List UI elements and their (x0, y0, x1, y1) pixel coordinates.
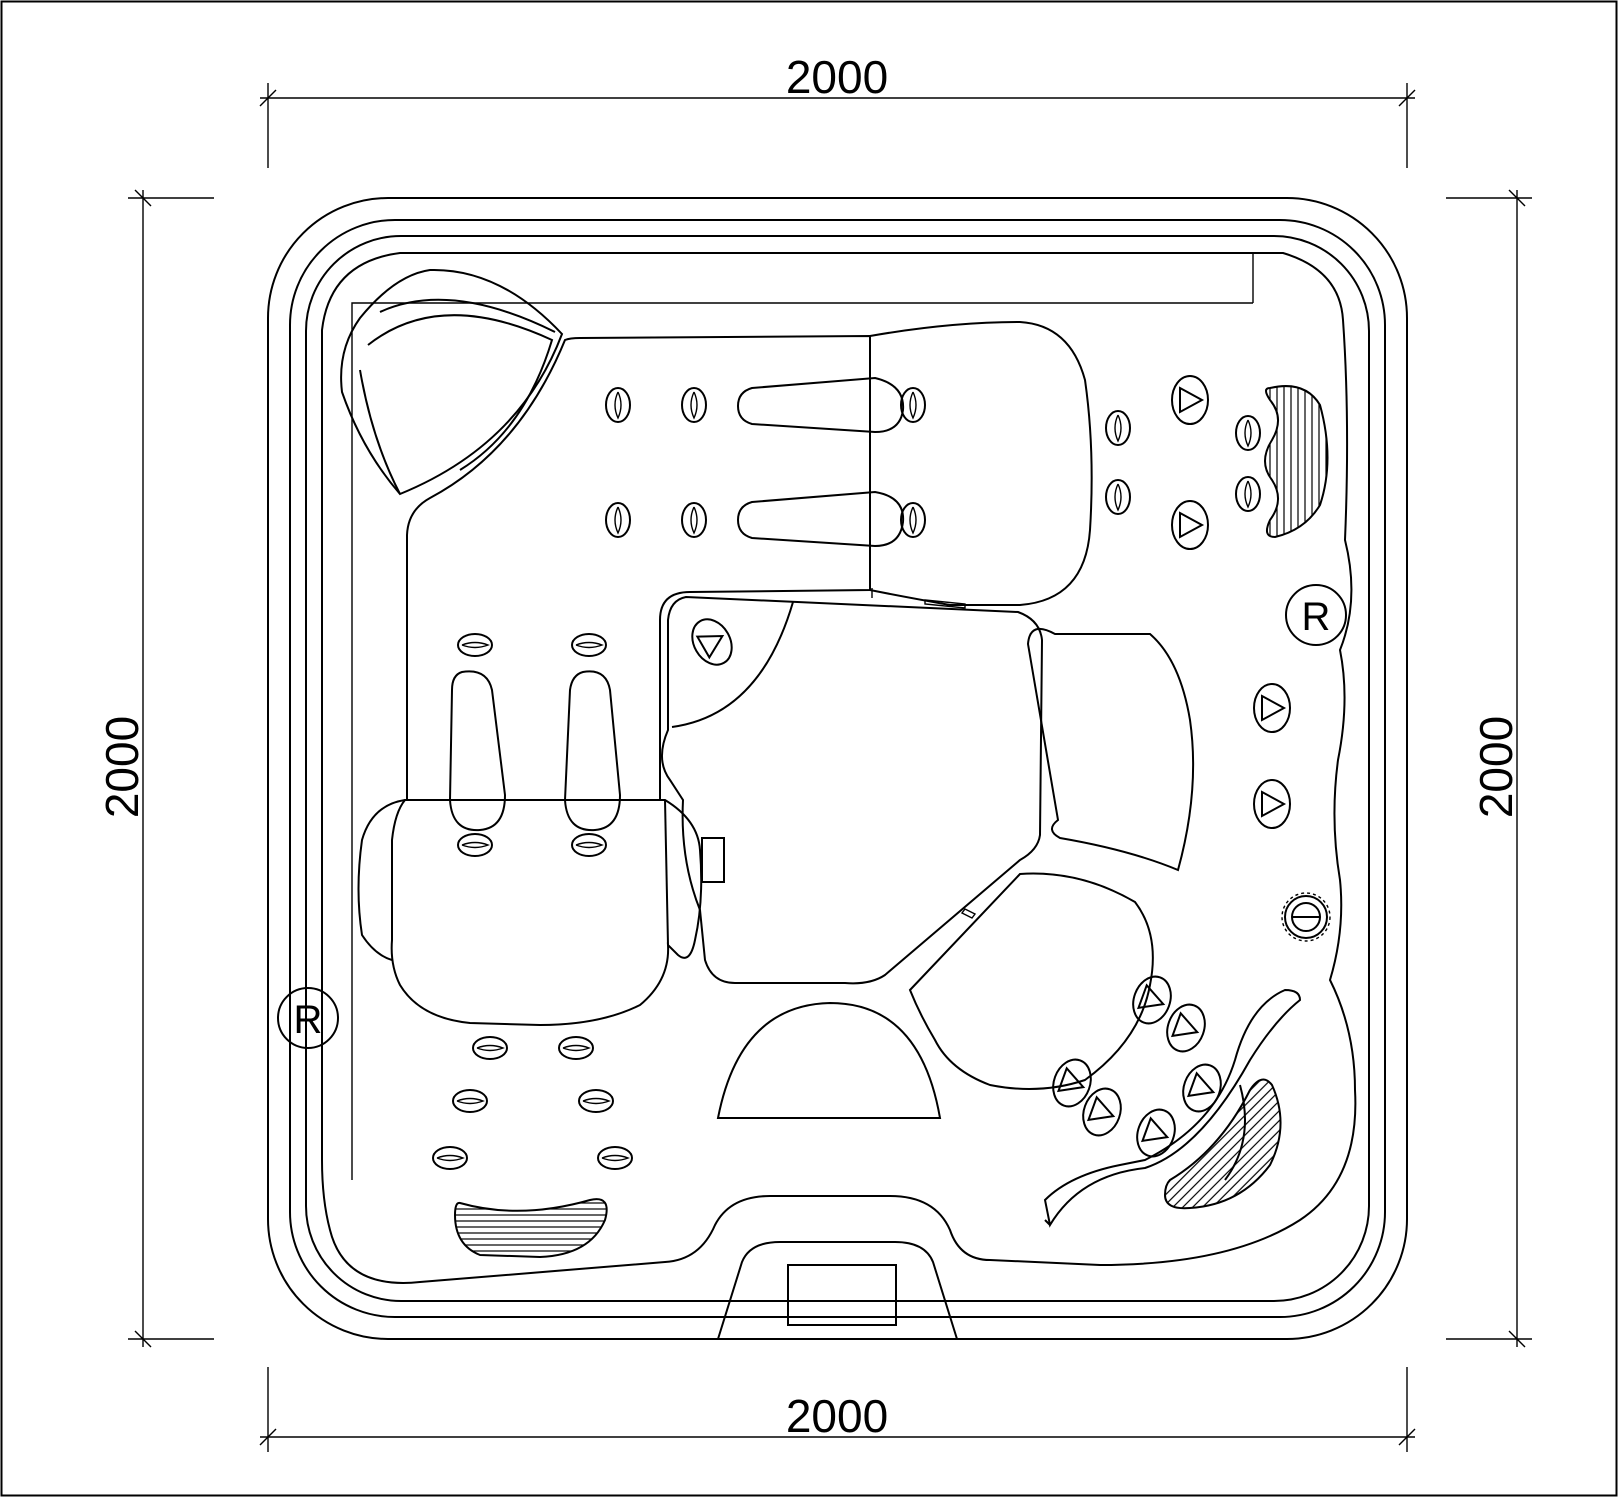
triangle-jet-icon (691, 618, 733, 666)
control-knob (1281, 892, 1331, 942)
eye-jet-icon (1235, 476, 1261, 512)
dimension-top-label: 2000 (786, 51, 888, 103)
eye-jet-icon (1105, 479, 1131, 515)
eye-jet-icon (605, 387, 631, 423)
left-seat (357, 670, 703, 1027)
eye-jet-icon (578, 1089, 614, 1113)
eye-jet-icon (681, 502, 707, 538)
marker-right: R (1285, 584, 1347, 646)
dimension-left-label: 2000 (96, 716, 148, 818)
dimension-bottom: 2000 (259, 1367, 1416, 1452)
eye-jet-icon (1105, 410, 1131, 446)
eye-jet-icon (432, 1146, 468, 1170)
eye-jet-icon (571, 633, 607, 657)
triangle-jet-icon (1166, 1003, 1206, 1053)
skimmer (717, 1241, 958, 1340)
eye-jet-icon (597, 1146, 633, 1170)
jets-group (432, 375, 1291, 1170)
eye-jet-icon (1235, 415, 1261, 451)
dimension-top: 2000 (259, 51, 1416, 168)
triangle-jet-icon (1171, 375, 1209, 425)
marker-left-label: R (294, 998, 323, 1042)
marker-left: R (277, 987, 339, 1049)
tub-shell (267, 197, 1408, 1340)
triangle-jet-icon (1052, 1058, 1092, 1108)
footwell (661, 595, 1195, 1119)
pillow-bottom-right (1043, 988, 1302, 1228)
eye-jet-icon (457, 633, 493, 657)
triangle-jet-icon (1182, 1063, 1222, 1113)
triangle-jet-icon (1082, 1087, 1122, 1137)
eye-jet-icon (571, 833, 607, 857)
eye-jet-icon (452, 1089, 488, 1113)
eye-jet-icon (900, 502, 926, 538)
dimension-left: 2000 (96, 189, 214, 1348)
eye-jet-icon (457, 833, 493, 857)
marker-right-label: R (1302, 595, 1331, 639)
eye-jet-icon (681, 387, 707, 423)
dimension-right-label: 2000 (1470, 716, 1522, 818)
dimension-right: 2000 (1446, 189, 1532, 1348)
eye-jet-icon (605, 502, 631, 538)
triangle-jet-icon (1171, 500, 1209, 550)
pillow-top-right (1264, 385, 1329, 539)
triangle-jet-icon (1132, 975, 1172, 1025)
triangle-jet-icon (1253, 683, 1291, 733)
triangle-jet-icon (1136, 1108, 1176, 1158)
eye-jet-icon (900, 387, 926, 423)
dimension-bottom-label: 2000 (786, 1390, 888, 1442)
pillow-bottom-left (453, 1198, 608, 1259)
eye-jet-icon (472, 1036, 508, 1060)
headrest-top-left (340, 268, 564, 496)
eye-jet-icon (558, 1036, 594, 1060)
triangle-jet-icon (1253, 779, 1291, 829)
top-seat (406, 320, 1093, 801)
